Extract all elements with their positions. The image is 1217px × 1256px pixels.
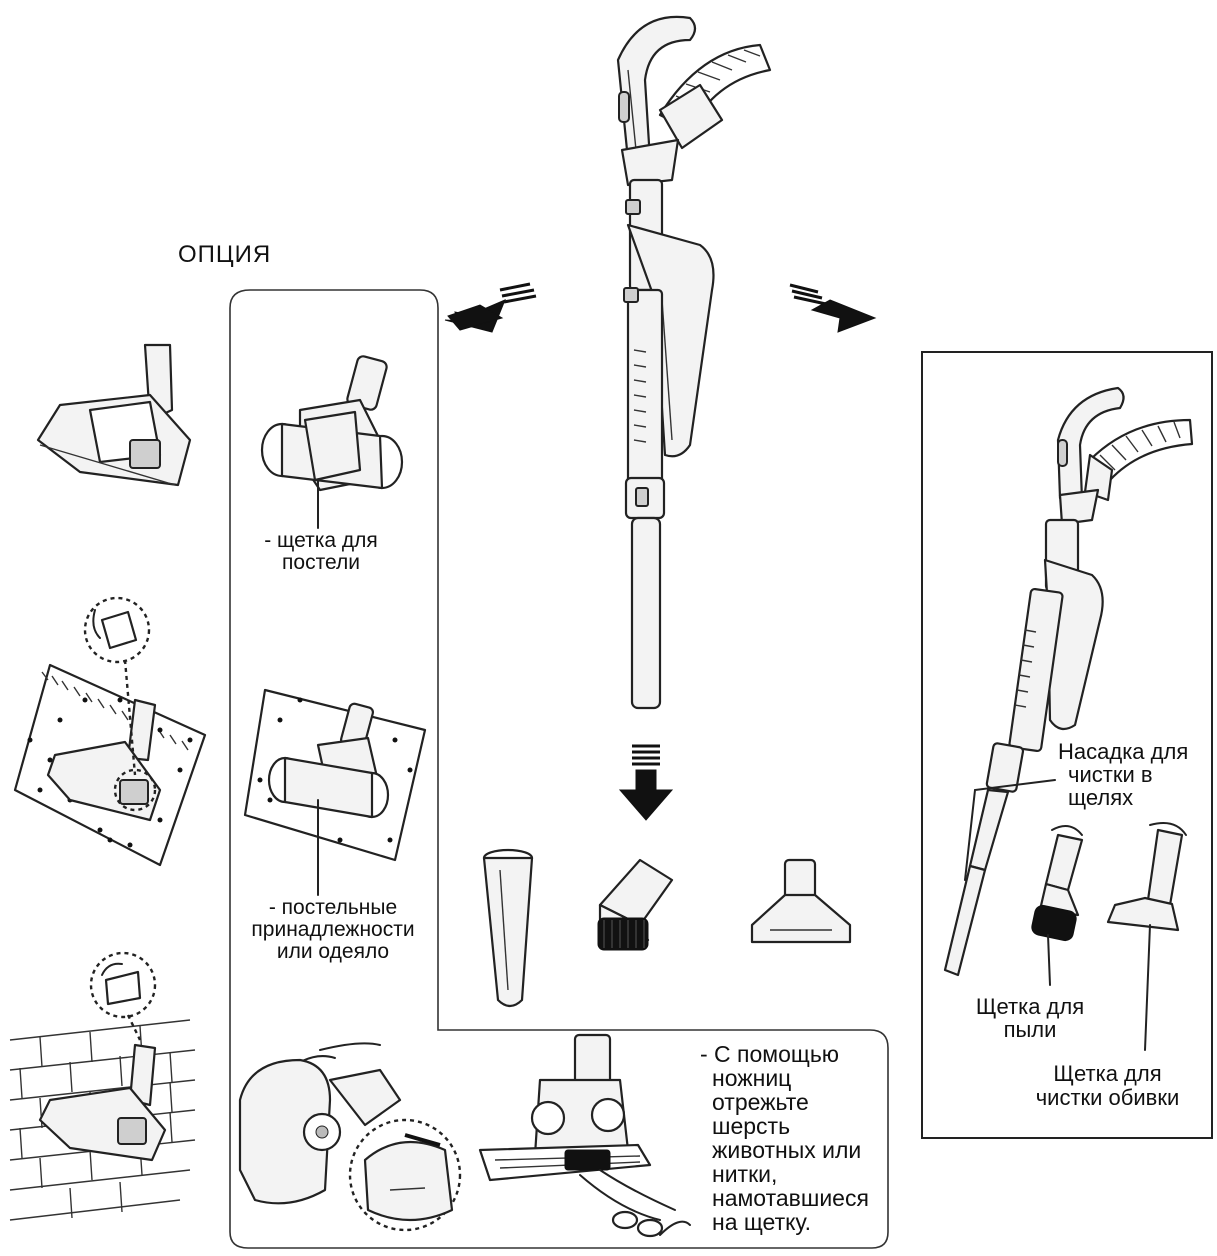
floor-brush-icon xyxy=(9,951,196,1221)
upholstery-brush-label: Щетка для чистки обивки xyxy=(1020,1062,1195,1110)
bedding-label: - постельные принадлежности или одеяло xyxy=(238,897,428,963)
vacuum-handle-icon xyxy=(943,386,1194,977)
scissors-note-line: шерсть xyxy=(712,1113,791,1139)
upholstery-brush-label-line: чистки обивки xyxy=(1035,1085,1180,1110)
arrow-icon xyxy=(789,283,877,333)
arrow-icon xyxy=(618,744,674,821)
scissors-note-line: отрежьте xyxy=(712,1089,809,1115)
scissors-note-line: животных или xyxy=(712,1137,862,1163)
bedding-label-line: принадлежности xyxy=(251,918,415,941)
dust-brush-icon xyxy=(1031,825,1084,942)
crevice-tool-label-line: Насадка для xyxy=(1058,739,1189,764)
crevice-tool-label: Насадка для чистки в щелях xyxy=(1058,740,1188,809)
upholstery-nozzle-icon xyxy=(1106,822,1187,932)
bedding-label-line: или одеяло xyxy=(276,940,390,963)
crevice-tool-label-line: чистки в xyxy=(1068,762,1153,787)
option-panel-border xyxy=(229,289,889,1249)
scissors-note: - С помощью ножниц отрежьте шерсть живот… xyxy=(700,1042,869,1234)
scissors-note-line: ножниц xyxy=(712,1065,792,1091)
floor-brush-icon xyxy=(36,343,192,487)
vacuum-handle-icon xyxy=(616,15,772,710)
floor-brush-icon xyxy=(13,596,207,867)
arrow-icon xyxy=(444,282,537,333)
bed-brush-label-line: постели xyxy=(282,551,360,574)
right-panel-border xyxy=(921,351,1213,1139)
turbo-brush-icon xyxy=(238,1042,462,1232)
bed-brush-label: - щетка для постели xyxy=(256,530,386,574)
upholstery-nozzle-icon xyxy=(750,858,852,944)
upholstery-brush-label-line: Щетка для xyxy=(1053,1061,1162,1086)
bedding-label-line: - постельные xyxy=(268,896,398,919)
turbo-brush-icon xyxy=(243,688,427,896)
dust-brush-icon xyxy=(597,858,674,951)
scissors-note-line: - С помощью xyxy=(700,1041,840,1067)
crevice-tool-label-line: щелях xyxy=(1068,785,1134,810)
scissors-note-line: на щетку. xyxy=(712,1209,812,1235)
dust-brush-label: Щетка для пыли xyxy=(955,995,1105,1041)
dust-brush-label-line: Щетка для xyxy=(975,994,1085,1019)
bed-brush-label-line: - щетка для xyxy=(264,529,378,552)
scissors-icon xyxy=(478,1033,691,1238)
crevice-nozzle-icon xyxy=(482,848,534,1008)
scissors-note-line: намотавшиеся xyxy=(712,1185,869,1211)
scissors-note-line: нитки, xyxy=(712,1161,778,1187)
turbo-brush-icon xyxy=(260,355,404,529)
option-label: ОПЦИЯ xyxy=(178,241,272,268)
dust-brush-label-line: пыли xyxy=(1003,1017,1057,1042)
